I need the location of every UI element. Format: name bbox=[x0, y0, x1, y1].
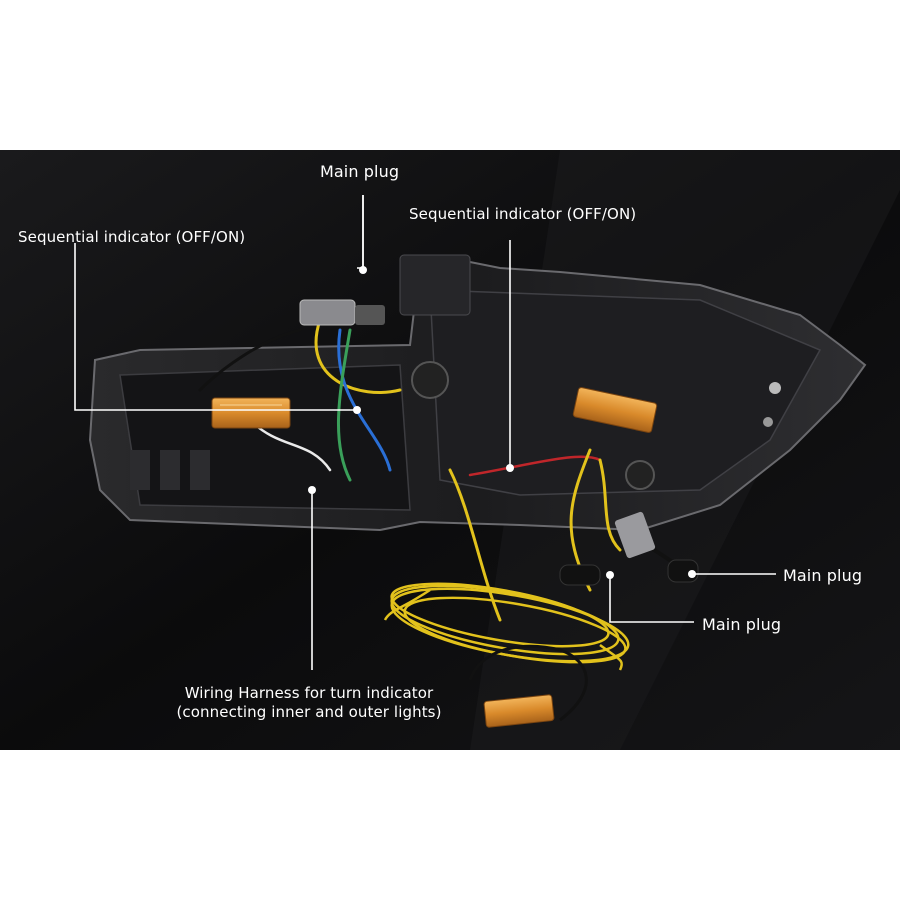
sequential-indicator-left-label: Sequential indicator (OFF/ON) bbox=[18, 228, 246, 246]
harness-cable bbox=[468, 644, 588, 722]
tail-light-wiring-illustration bbox=[0, 150, 900, 750]
wiring-harness-label: Wiring Harness for turn indicator (conne… bbox=[168, 684, 450, 722]
main-plug-top-connector bbox=[299, 299, 385, 326]
main-plug-right-lower-label: Main plug bbox=[702, 615, 782, 634]
product-photo-panel: Main plug Sequential indicator (OFF/ON) … bbox=[0, 150, 900, 750]
callout-dots bbox=[308, 266, 696, 579]
wiring-harness-coil bbox=[383, 582, 630, 671]
wiring-harness-label-line1: Wiring Harness for turn indicator bbox=[184, 684, 434, 702]
load-resistor-icon bbox=[483, 694, 555, 728]
callout-lines bbox=[74, 195, 776, 670]
main-plug-top-label: Main plug bbox=[320, 162, 400, 181]
load-resistor-icon bbox=[211, 397, 291, 429]
main-plug-connector bbox=[559, 511, 699, 586]
load-resistor-icon bbox=[572, 387, 658, 433]
wiring-harness-label-line2: (connecting inner and outer lights) bbox=[176, 703, 442, 721]
sequential-indicator-right-label: Sequential indicator (OFF/ON) bbox=[409, 205, 637, 223]
main-plug-right-upper-label: Main plug bbox=[783, 566, 863, 585]
tail-light-housing bbox=[88, 254, 867, 532]
